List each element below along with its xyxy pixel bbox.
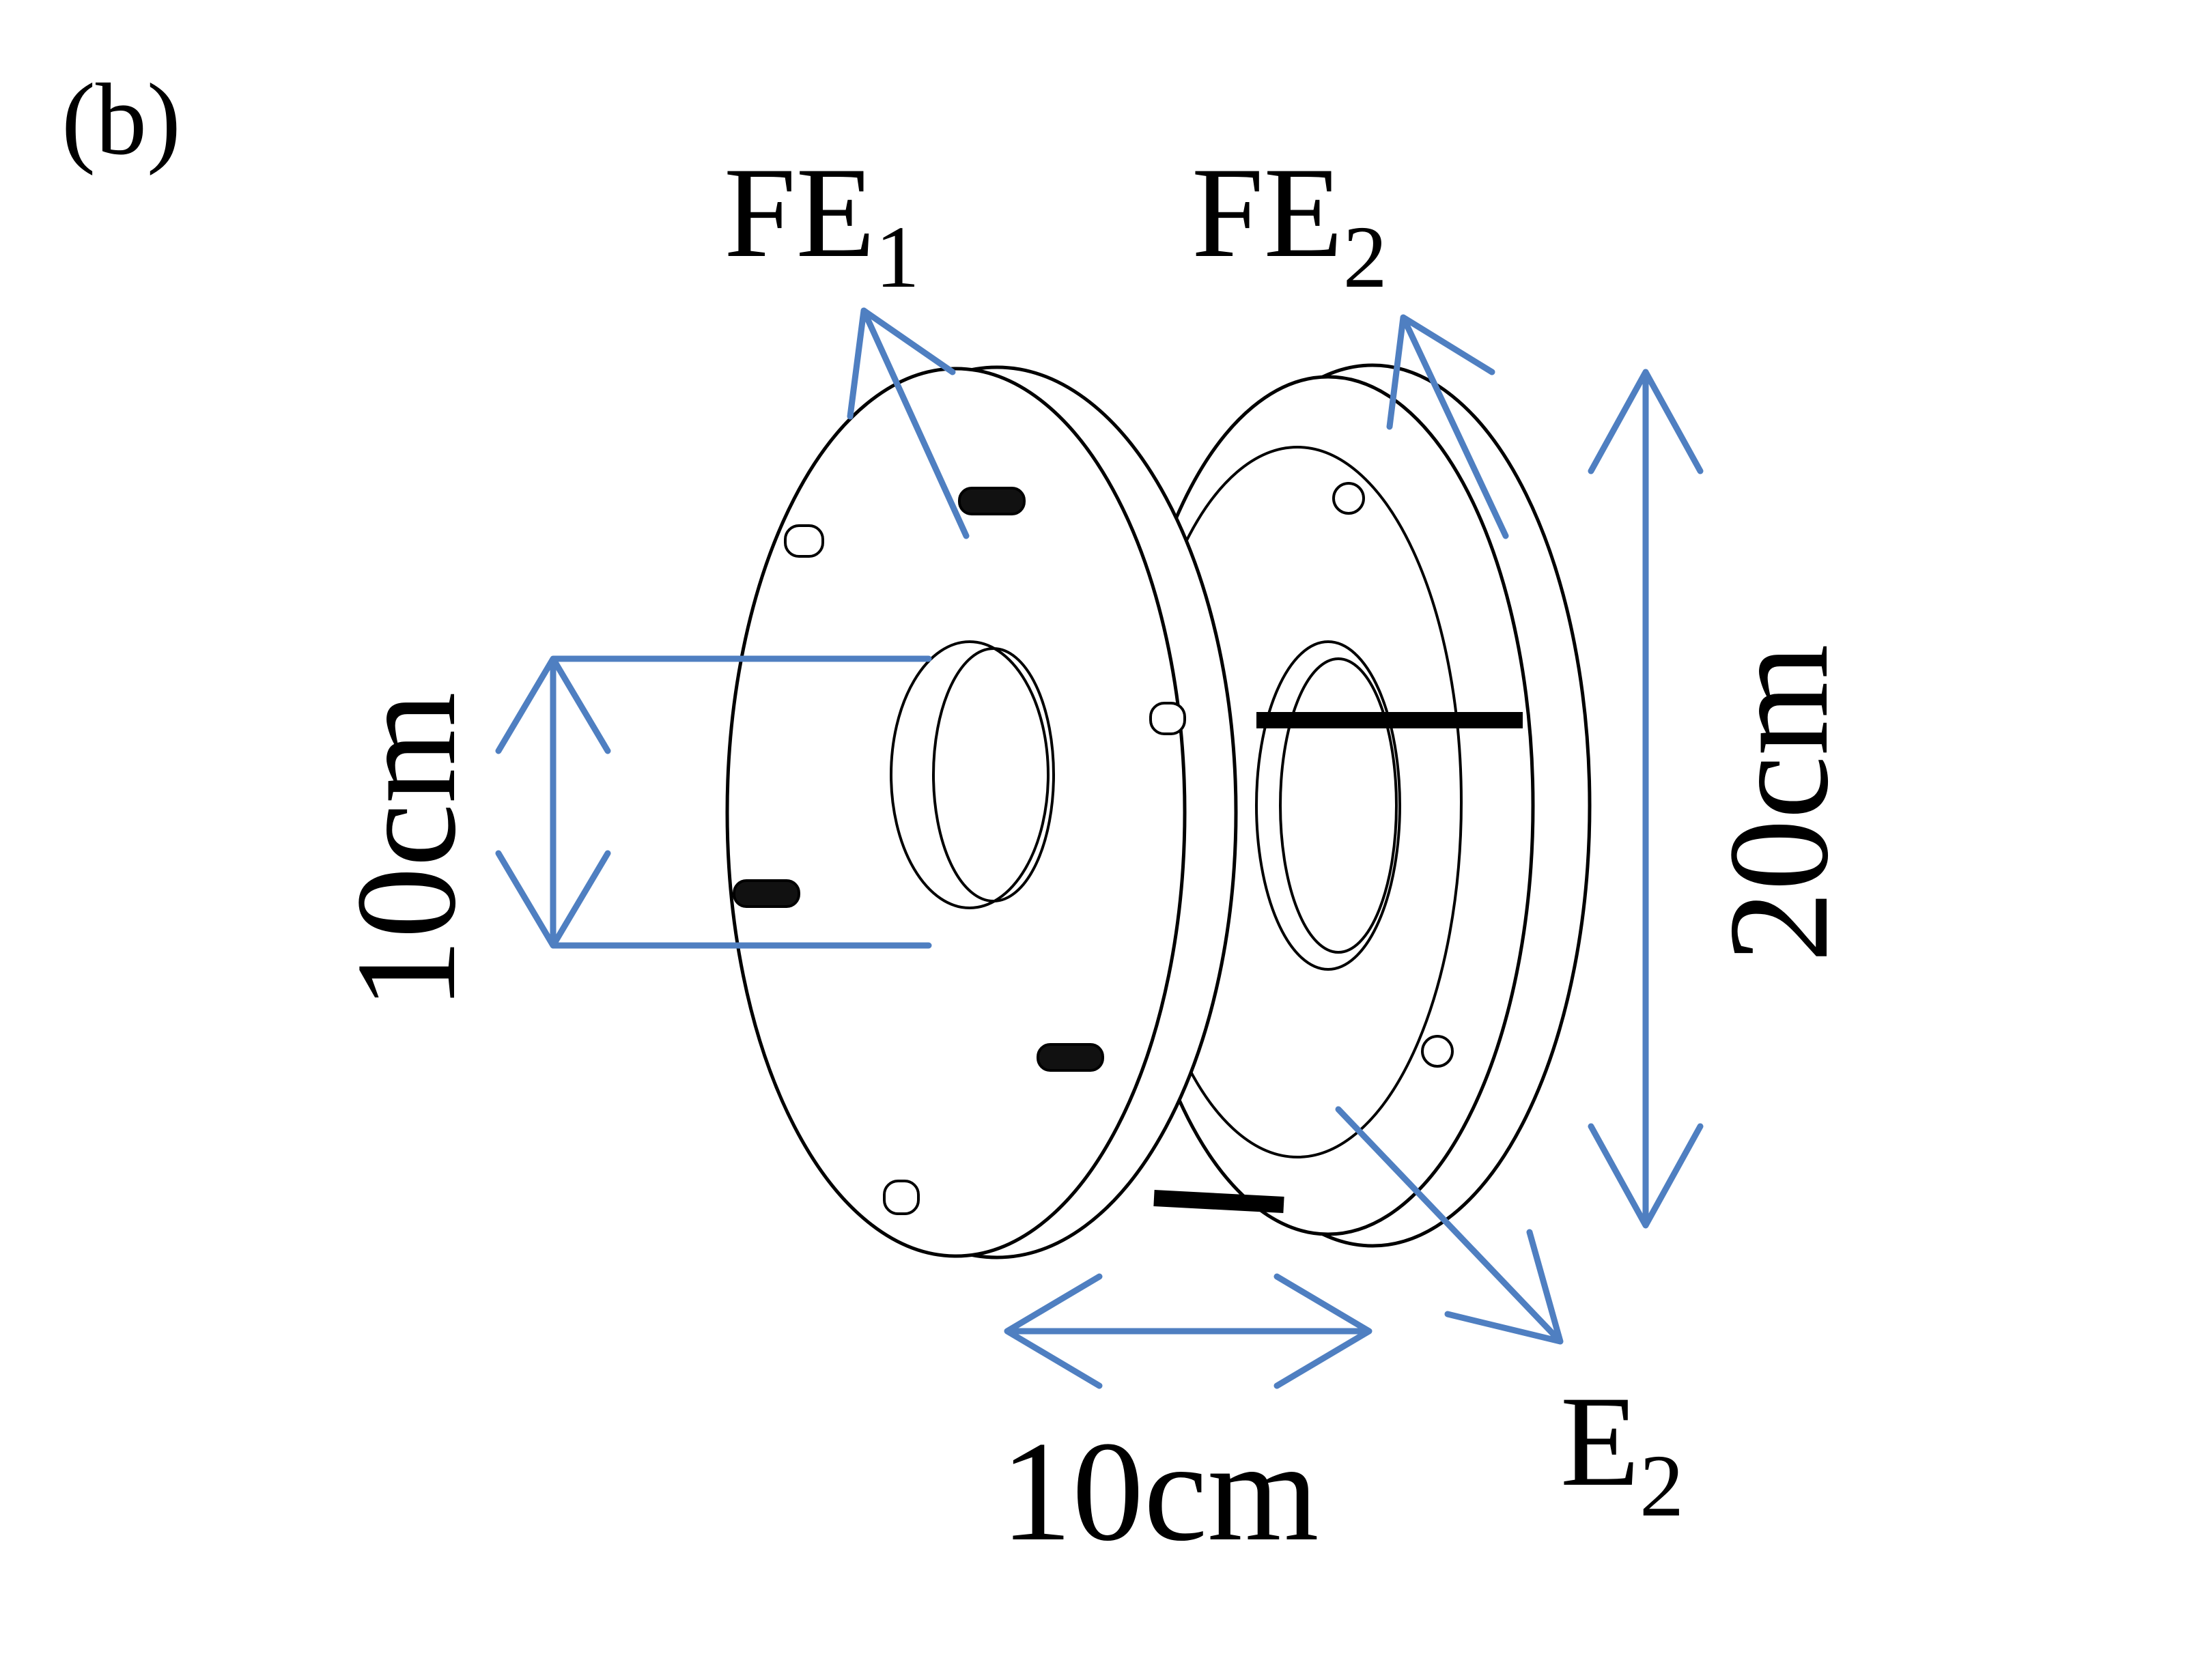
front-bolt bbox=[958, 487, 1026, 515]
rear-center-hub-inner bbox=[1279, 657, 1398, 954]
spacing-label: 10cm bbox=[1000, 1412, 1319, 1571]
panel-label: (b) bbox=[61, 63, 181, 176]
front-bolt bbox=[883, 1180, 920, 1215]
annotations bbox=[495, 307, 1704, 1389]
fe1-arrow bbox=[847, 307, 970, 539]
fe2-arrow bbox=[1386, 314, 1509, 539]
e2-label-sub: 2 bbox=[1639, 1437, 1684, 1535]
front-bolt bbox=[733, 879, 800, 908]
fe2-label-sub: 2 bbox=[1343, 208, 1388, 307]
inner-diameter-label: 10cm bbox=[327, 692, 485, 1010]
e2-arrow bbox=[1335, 1106, 1564, 1345]
fe1-label-sub: 1 bbox=[875, 208, 920, 307]
fe1-label: FE1 bbox=[724, 141, 920, 307]
front-bolt bbox=[1037, 1043, 1104, 1072]
front-bolt bbox=[1149, 702, 1186, 735]
front-electrode bbox=[725, 365, 1238, 1259]
svg-text:E2: E2 bbox=[1560, 1370, 1684, 1535]
front-bolt bbox=[784, 524, 824, 558]
outer-diameter-arrow bbox=[1588, 369, 1704, 1229]
e2-label: E2 bbox=[1560, 1370, 1684, 1535]
connecting-rod-bottom bbox=[1153, 1190, 1284, 1213]
spacing-arrow bbox=[1004, 1273, 1372, 1389]
rear-electrode bbox=[1121, 363, 1592, 1248]
fe1-label-main: FE bbox=[724, 141, 875, 285]
rear-bolt bbox=[1421, 1035, 1454, 1068]
front-disc-face bbox=[725, 367, 1187, 1258]
svg-text:FE2: FE2 bbox=[1192, 141, 1388, 307]
fe2-label: FE2 bbox=[1192, 141, 1388, 307]
inner-diameter-arrow bbox=[495, 655, 932, 949]
fe2-label-main: FE bbox=[1192, 141, 1343, 285]
rear-bolt bbox=[1332, 482, 1365, 515]
front-center-hole-inner bbox=[932, 647, 1055, 902]
rear-center-hub bbox=[1255, 640, 1401, 971]
front-center-hole bbox=[890, 640, 1050, 909]
e2-label-main: E bbox=[1560, 1370, 1639, 1513]
outer-diameter-label: 20cm bbox=[1700, 644, 1858, 963]
svg-text:FE1: FE1 bbox=[724, 141, 920, 307]
